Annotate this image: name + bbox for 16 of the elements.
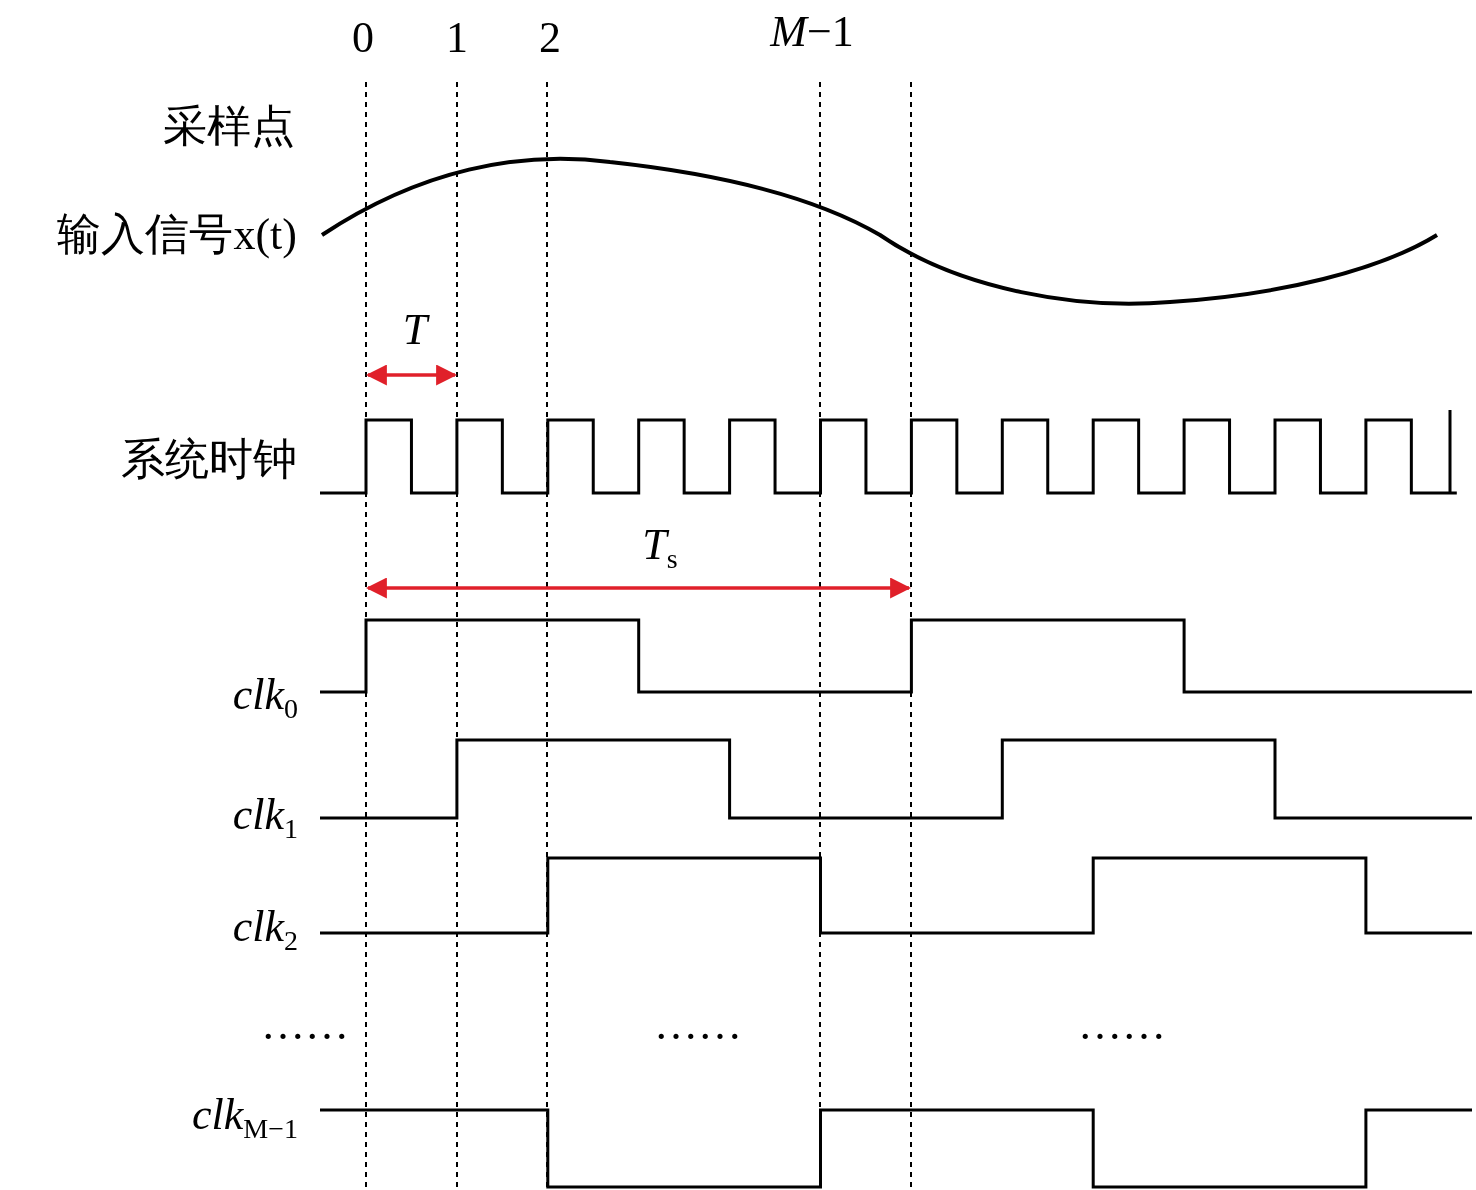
tick-label: 0 <box>352 16 374 60</box>
signal-label: clk$_{2}$ <box>232 904 298 956</box>
signal-label: clk$_{0}$ <box>232 672 298 724</box>
signal-label: 采样点 <box>163 105 295 149</box>
signal-label: 输入信号x(t) <box>57 213 297 257</box>
signal-label: clk$_{M−1}$ <box>192 1092 298 1144</box>
tick-label: 2 <box>539 16 561 60</box>
tick-label: 1 <box>446 16 468 60</box>
signal-label: 系统时钟 <box>121 438 297 482</box>
ellipsis: …… <box>1078 1003 1166 1047</box>
dimension-label: T <box>402 308 428 352</box>
dimension-label: T$_{s}$ <box>642 522 678 574</box>
ellipsis: …… <box>654 1003 742 1047</box>
signal-label: clk$_{1}$ <box>232 792 298 844</box>
tick-label: M−1 <box>770 10 854 54</box>
ellipsis: …… <box>261 1003 349 1047</box>
